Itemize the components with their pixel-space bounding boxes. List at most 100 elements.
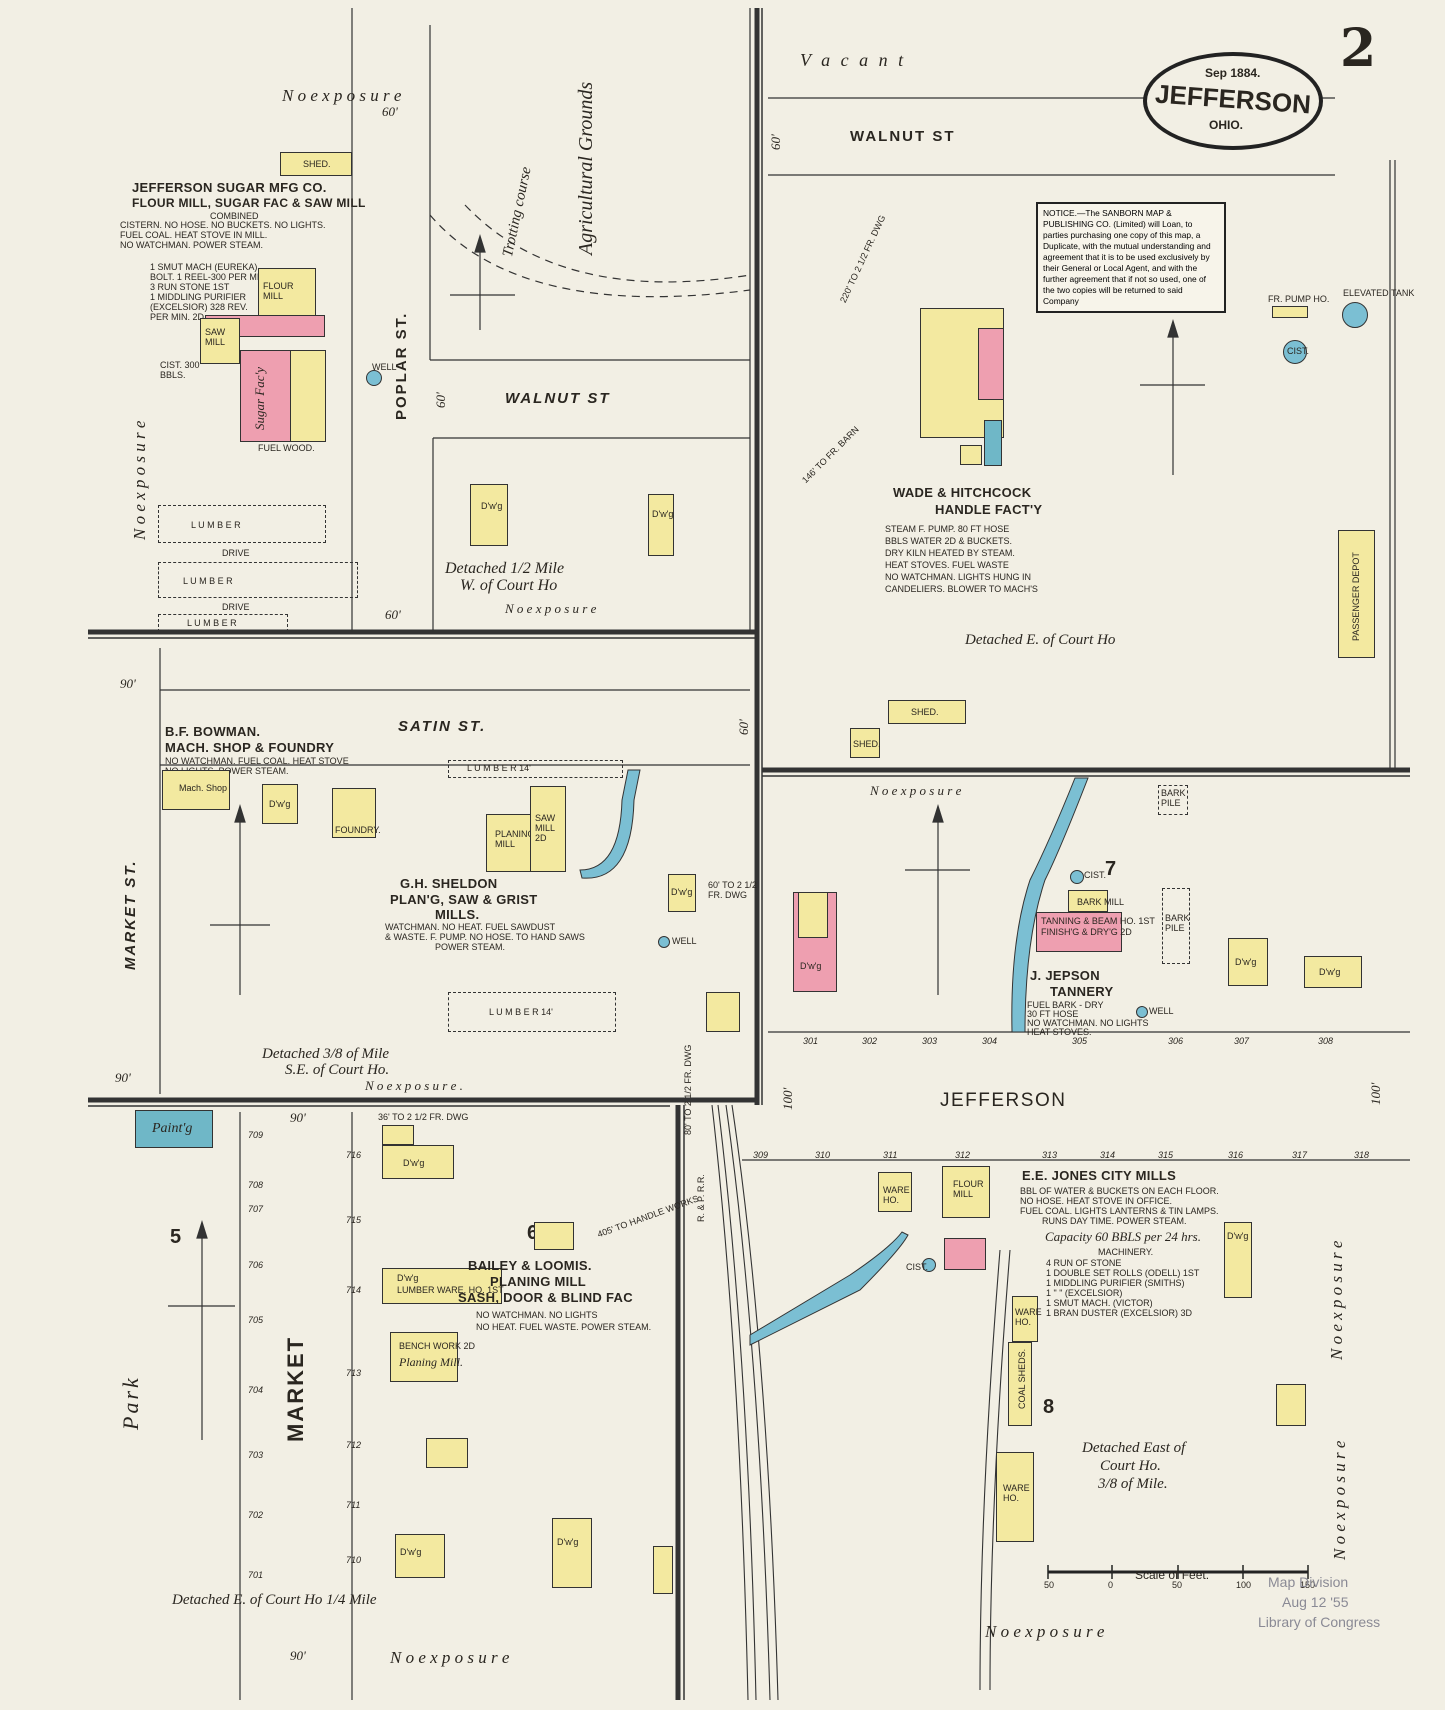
sugar-co-note-3: NO WATCHMAN. POWER STEAM. bbox=[120, 240, 263, 250]
num-313: 313 bbox=[1042, 1150, 1058, 1160]
scale-tick-50: 50 bbox=[1172, 1580, 1183, 1590]
detached-half-mile: Detached 1/2 Mile bbox=[445, 560, 565, 577]
jones-mach-5: 1 SMUT MACH. (VICTOR) bbox=[1046, 1298, 1153, 1308]
sugar-mach-1: 1 SMUT MACH (EUREKA) bbox=[150, 262, 258, 272]
flour-mill-8: FLOUR MILL bbox=[942, 1166, 990, 1218]
well-2-label: WELL bbox=[672, 936, 697, 946]
num-309: 309 bbox=[753, 1150, 769, 1160]
num-712: 712 bbox=[346, 1440, 362, 1450]
dwelling-8: D'w'g bbox=[1224, 1222, 1252, 1298]
jepson-note-4: HEAT STOVES. bbox=[1027, 1027, 1092, 1037]
block-8: 8 bbox=[1043, 1396, 1055, 1418]
cistern-300: CIST. 300 BBLS. bbox=[160, 360, 200, 380]
wade-note-1: STEAM F. PUMP. 80 FT HOSE bbox=[885, 524, 1010, 534]
width-90-c: 90' bbox=[290, 1110, 306, 1125]
block-6: 6 bbox=[527, 1222, 539, 1244]
sheet-number: 2 bbox=[1340, 18, 1377, 79]
bark-pile-2: BARK PILE bbox=[1162, 888, 1190, 964]
well-2-marker bbox=[658, 936, 670, 948]
dwelling-e: D'w'g bbox=[470, 484, 508, 546]
sheldon-subtitle: PLAN'G, SAW & GRIST bbox=[390, 892, 538, 907]
vacant-label: V a c a n t bbox=[800, 50, 907, 70]
sheldon-note-1: WATCHMAN. NO HEAT. FUEL SAWDUST bbox=[385, 922, 556, 932]
foundry: FOUNDRY. bbox=[332, 788, 381, 838]
cistern-7-marker bbox=[1070, 870, 1084, 884]
jones-note-2: NO HOSE. HEAT STOVE IN OFFICE. bbox=[1020, 1196, 1173, 1206]
sugar-mach-5: (EXCELSIOR) 328 REV. bbox=[150, 302, 248, 312]
title-city: JEFFERSON bbox=[1154, 78, 1312, 120]
num-312: 312 bbox=[955, 1150, 971, 1160]
sheldon-note-3: POWER STEAM. bbox=[435, 942, 506, 952]
building-x-3 bbox=[653, 1546, 673, 1594]
ware-house-1: WARE HO. bbox=[878, 1172, 912, 1212]
shed-a: SHED. bbox=[280, 152, 352, 176]
stamp-line-2: Aug 12 '55 bbox=[1282, 1594, 1349, 1610]
building-5-x bbox=[706, 992, 740, 1032]
detached-quarter-mile: Detached E. of Court Ho 1/4 Mile bbox=[172, 1592, 377, 1608]
width-90-a: 90' bbox=[120, 676, 136, 691]
width-60-b: 60' bbox=[433, 392, 448, 408]
dwelling-6d: D'w'g bbox=[552, 1518, 592, 1588]
exposure-1: N o e x p o s u r e bbox=[282, 86, 402, 105]
dwelling-6a-wing bbox=[382, 1125, 414, 1145]
lumber-pile-2: L U M B E R bbox=[158, 562, 358, 598]
jones-mach-4: 1 " " (EXCELSIOR) bbox=[1046, 1288, 1123, 1298]
num-311: 311 bbox=[883, 1150, 898, 1160]
wade-title: WADE & HITCHCOCK bbox=[893, 485, 1032, 500]
stamp-line-1: Map Division bbox=[1268, 1574, 1349, 1590]
dwelling-7c: D'w'g bbox=[1304, 956, 1362, 988]
wade-note-5: NO WATCHMAN. LIGHTS HUNG IN bbox=[885, 572, 1031, 582]
num-709: 709 bbox=[248, 1130, 264, 1140]
block-7: 7 bbox=[1105, 858, 1117, 880]
num-301: 301 bbox=[803, 1036, 819, 1046]
shed-d: SHED. bbox=[850, 728, 881, 758]
scale-tick-100: 100 bbox=[1236, 1580, 1252, 1590]
bailey-note-2: NO HEAT. FUEL WASTE. POWER STEAM. bbox=[476, 1322, 652, 1332]
bailey-title: BAILEY & LOOMIS. bbox=[468, 1258, 592, 1273]
sugar-mach-6: PER MIN. 2D bbox=[150, 312, 205, 322]
num-314: 314 bbox=[1100, 1150, 1116, 1160]
sugar-mach-3: 3 RUN STONE 1ST bbox=[150, 282, 230, 292]
num-707: 707 bbox=[248, 1204, 264, 1214]
street-walnut-mid: WALNUT ST bbox=[505, 390, 611, 407]
num-706: 706 bbox=[248, 1260, 264, 1270]
width-100-b: 100' bbox=[1368, 1082, 1383, 1105]
num-303: 303 bbox=[922, 1036, 938, 1046]
title-cartouche: Sep 1884. JEFFERSON OHIO. bbox=[1143, 52, 1323, 150]
detached-half-mile-b: W. of Court Ho bbox=[460, 577, 558, 594]
cistern-8-label: CIST. bbox=[906, 1262, 929, 1272]
detached-east-of: Detached East of bbox=[1082, 1440, 1186, 1456]
width-90-b: 90' bbox=[115, 1070, 131, 1085]
building-x-4 bbox=[1276, 1384, 1306, 1426]
flour-mill-8-engine bbox=[944, 1238, 986, 1270]
building-x-1 bbox=[534, 1222, 574, 1250]
num-711: 711 bbox=[346, 1500, 361, 1510]
tannery-building: TANNING & BEAM HO. 1ST FINISH'G & DRY'G … bbox=[1036, 912, 1155, 952]
dwelling-f: D'w'g bbox=[648, 494, 674, 556]
sheldon-title: G.H. SHELDON bbox=[400, 876, 498, 891]
cistern-right-label: CIST. bbox=[1287, 346, 1310, 356]
lumber-pile-3: L U M B E R bbox=[158, 614, 288, 632]
exposure-8: N o e x p o s u r e bbox=[985, 1622, 1105, 1641]
dwelling-lumber-ho: D'w'g LUMBER WARE. HO. 1ST bbox=[382, 1268, 504, 1304]
ware-house-3: WARE HO. bbox=[996, 1452, 1034, 1542]
jepson-note-3: NO WATCHMAN. NO LIGHTS bbox=[1027, 1018, 1149, 1028]
width-100-a: 100' bbox=[780, 1087, 795, 1110]
jones-note-4: RUNS DAY TIME. POWER STEAM. bbox=[1042, 1216, 1187, 1226]
exposure-9: N o e x p o s u r e bbox=[1330, 1440, 1349, 1560]
elevated-tank-marker bbox=[1342, 302, 1368, 328]
num-705: 705 bbox=[248, 1315, 264, 1325]
fuel-wood: FUEL WOOD. bbox=[258, 443, 315, 453]
num-308: 308 bbox=[1318, 1036, 1334, 1046]
block-5: 5 bbox=[170, 1226, 182, 1248]
exposure-5: N o e x p o s u r e . bbox=[365, 1078, 463, 1093]
building-x-2 bbox=[426, 1438, 468, 1468]
num-304: 304 bbox=[982, 1036, 998, 1046]
num-713: 713 bbox=[346, 1368, 362, 1378]
dwelling-6c: D'w'g bbox=[395, 1534, 445, 1578]
exposure-7: N o e x p o s u r e bbox=[390, 1648, 510, 1667]
wade-note-2: BBLS WATER 2D & BUCKETS. bbox=[885, 536, 1013, 546]
cistern-right-marker bbox=[1283, 340, 1307, 364]
mach-shop: Mach. Shop bbox=[162, 770, 230, 810]
